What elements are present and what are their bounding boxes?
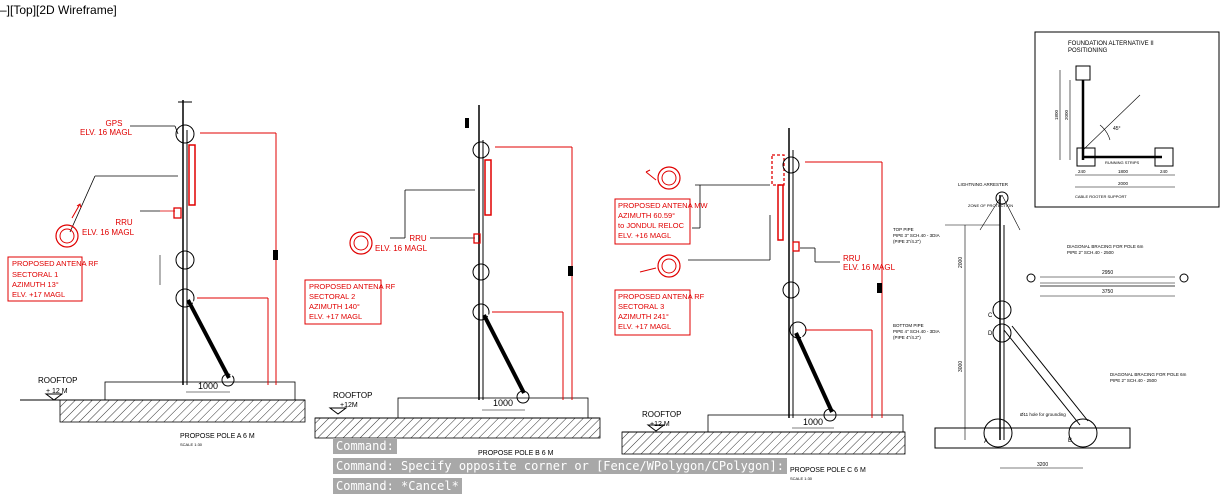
command-history-line-1: Command: [333, 438, 397, 454]
foundation-label-1: RUNNING STRIPS [1105, 160, 1140, 165]
pole-c-rru-elv: ELV. 16 MAGL [843, 263, 896, 272]
pole-b-antenna-4: ELV. +17 MAGL [309, 312, 362, 321]
detail-bottom-pipe-2: PIPE 4" SCH.40 - 3DIA [893, 329, 940, 334]
detail-bracing-1: DIAGONAL BRACING FOR POLE 6m [1110, 372, 1187, 377]
detail-diagonal-2: PIPE 2" SCH.40 - 2500 [1067, 250, 1114, 255]
pole-c-rf-4: ELV. +17 MAGL [618, 322, 671, 331]
pole-a-antenna-1: PROPOSED ANTENA RF [12, 259, 99, 268]
pole-c-rf-1: PROPOSED ANTENA RF [618, 292, 705, 301]
pole-b-antenna-3: AZIMUTH 140° [309, 302, 360, 311]
pole-a-rru: RRU [115, 218, 133, 227]
detail-bottom-pipe-3: (PIPE 4"/4.2") [893, 335, 921, 340]
foundation-dim-v1: 1800 [1054, 109, 1059, 120]
viewport-label[interactable]: –][Top][2D Wireframe] [0, 3, 117, 17]
pole-b-antenna-1: PROPOSED ANTENA RF [309, 282, 396, 291]
pole-a-rooftop: ROOFTOP [38, 376, 77, 385]
foundation-dim-4: 2000 [1118, 181, 1129, 186]
detail-mark-a: A [984, 439, 988, 445]
pole-c-title: PROPOSE POLE C 6 M [790, 467, 866, 474]
pole-a-gps: GPS [106, 119, 123, 128]
pole-b-rru: RRU [409, 234, 427, 243]
detail-dim-left1: 2000 [958, 257, 964, 268]
foundation-title-2: POSITIONING [1068, 48, 1108, 54]
pole-a-scale: SCALE 1:30 [180, 442, 203, 447]
command-history-line-3: Command: *Cancel* [333, 478, 462, 494]
detail-top-pipe-2: PIPE 3" SCH.40 - 3DIA [893, 233, 940, 238]
detail-bracing-2: PIPE 2" SCH.40 - 2500 [1110, 378, 1157, 383]
pole-c-rooftop-elv: +12 M [650, 421, 670, 428]
detail-dim-bottom: 3200 [1037, 462, 1048, 468]
detail-lightning: LIGHTNING ARRESTER [958, 182, 1009, 187]
pole-a-gps-elv: ELV. 16 MAGL [80, 128, 133, 137]
pole-c-rru: RRU [843, 254, 861, 263]
pole-a-antenna-3: AZIMUTH 13° [12, 280, 59, 289]
pole-b-drawing [304, 105, 601, 439]
pole-c-mw-3: to JONDUL RELOC [618, 221, 685, 230]
pole-b-dim: 1000 [493, 398, 513, 408]
pole-a-antenna-4: ELV. +17 MAGL [12, 290, 65, 299]
detail-bottom-pipe-1: BOTTOM PIPE [893, 323, 924, 328]
detail-grounding: Ø11 hole for grounding [1020, 412, 1066, 417]
detail-mark-d: D [988, 331, 993, 337]
detail-dim-mid: 3750 [1102, 289, 1113, 295]
detail-drawing [934, 191, 1189, 469]
pole-a-drawing [7, 100, 306, 423]
pole-c-scale: SCALE 1:30 [790, 476, 813, 481]
command-history-line-2: Command: Specify opposite corner or [Fen… [333, 458, 787, 474]
pole-a-rru-elv: ELV. 16 MAGL [82, 228, 135, 237]
pole-c-rf-3: AZIMUTH 241° [618, 312, 669, 321]
detail-dim-top: 2950 [1102, 270, 1113, 276]
foundation-angle: 45° [1113, 126, 1121, 132]
pole-a-dim: 1000 [198, 381, 218, 391]
pole-c-mw-2: AZIMUTH 60.59° [618, 211, 675, 220]
detail-top-pipe-3: (PIPE 3"/4.2") [893, 239, 921, 244]
pole-c-rooftop: ROOFTOP [642, 410, 681, 419]
pole-b-rru-elv: ELV. 16 MAGL [375, 244, 428, 253]
detail-dim-left2: 3000 [958, 361, 964, 372]
detail-mark-c: C [988, 313, 993, 319]
detail-diagonal-1: DIAGONAL BRACING FOR POLE 6m [1067, 244, 1144, 249]
foundation-dim-1: 240 [1078, 169, 1086, 174]
pole-c-mw-1: PROPOSED ANTENA MW [618, 201, 709, 210]
pole-a-antenna-2: SECTORAL 1 [12, 270, 58, 279]
foundation-dim-2: 1800 [1118, 169, 1129, 174]
foundation-label-2: CABLE ROOTER SUPPORT [1075, 194, 1127, 199]
pole-c-rf-2: SECTORAL 3 [618, 302, 664, 311]
detail-cone: ZONE OF PROTECTION [968, 203, 1013, 208]
foundation-title-1: FOUNDATION ALTERNATIVE II [1068, 41, 1154, 47]
pole-b-rooftop-elv: +12M [340, 402, 358, 409]
foundation-dim-v2: 2000 [1064, 109, 1069, 120]
detail-top-pipe-1: TOP PIPE [893, 227, 914, 232]
pole-c-drawing [614, 128, 906, 455]
pole-b-antenna-2: SECTORAL 2 [309, 292, 355, 301]
pole-b-rooftop: ROOFTOP [333, 391, 372, 400]
pole-b-title: PROPOSE POLE B 6 M [478, 450, 554, 457]
pole-a-rooftop-elv: + 12 M [46, 388, 68, 395]
foundation-drawing [1034, 31, 1220, 208]
pole-c-dim: 1000 [803, 417, 823, 427]
detail-mark-b: B [1068, 438, 1072, 444]
foundation-dim-3: 240 [1160, 169, 1168, 174]
pole-a-title: PROPOSE POLE A 6 M [180, 433, 255, 440]
pole-c-mw-4: ELV. +16 MAGL [618, 231, 671, 240]
